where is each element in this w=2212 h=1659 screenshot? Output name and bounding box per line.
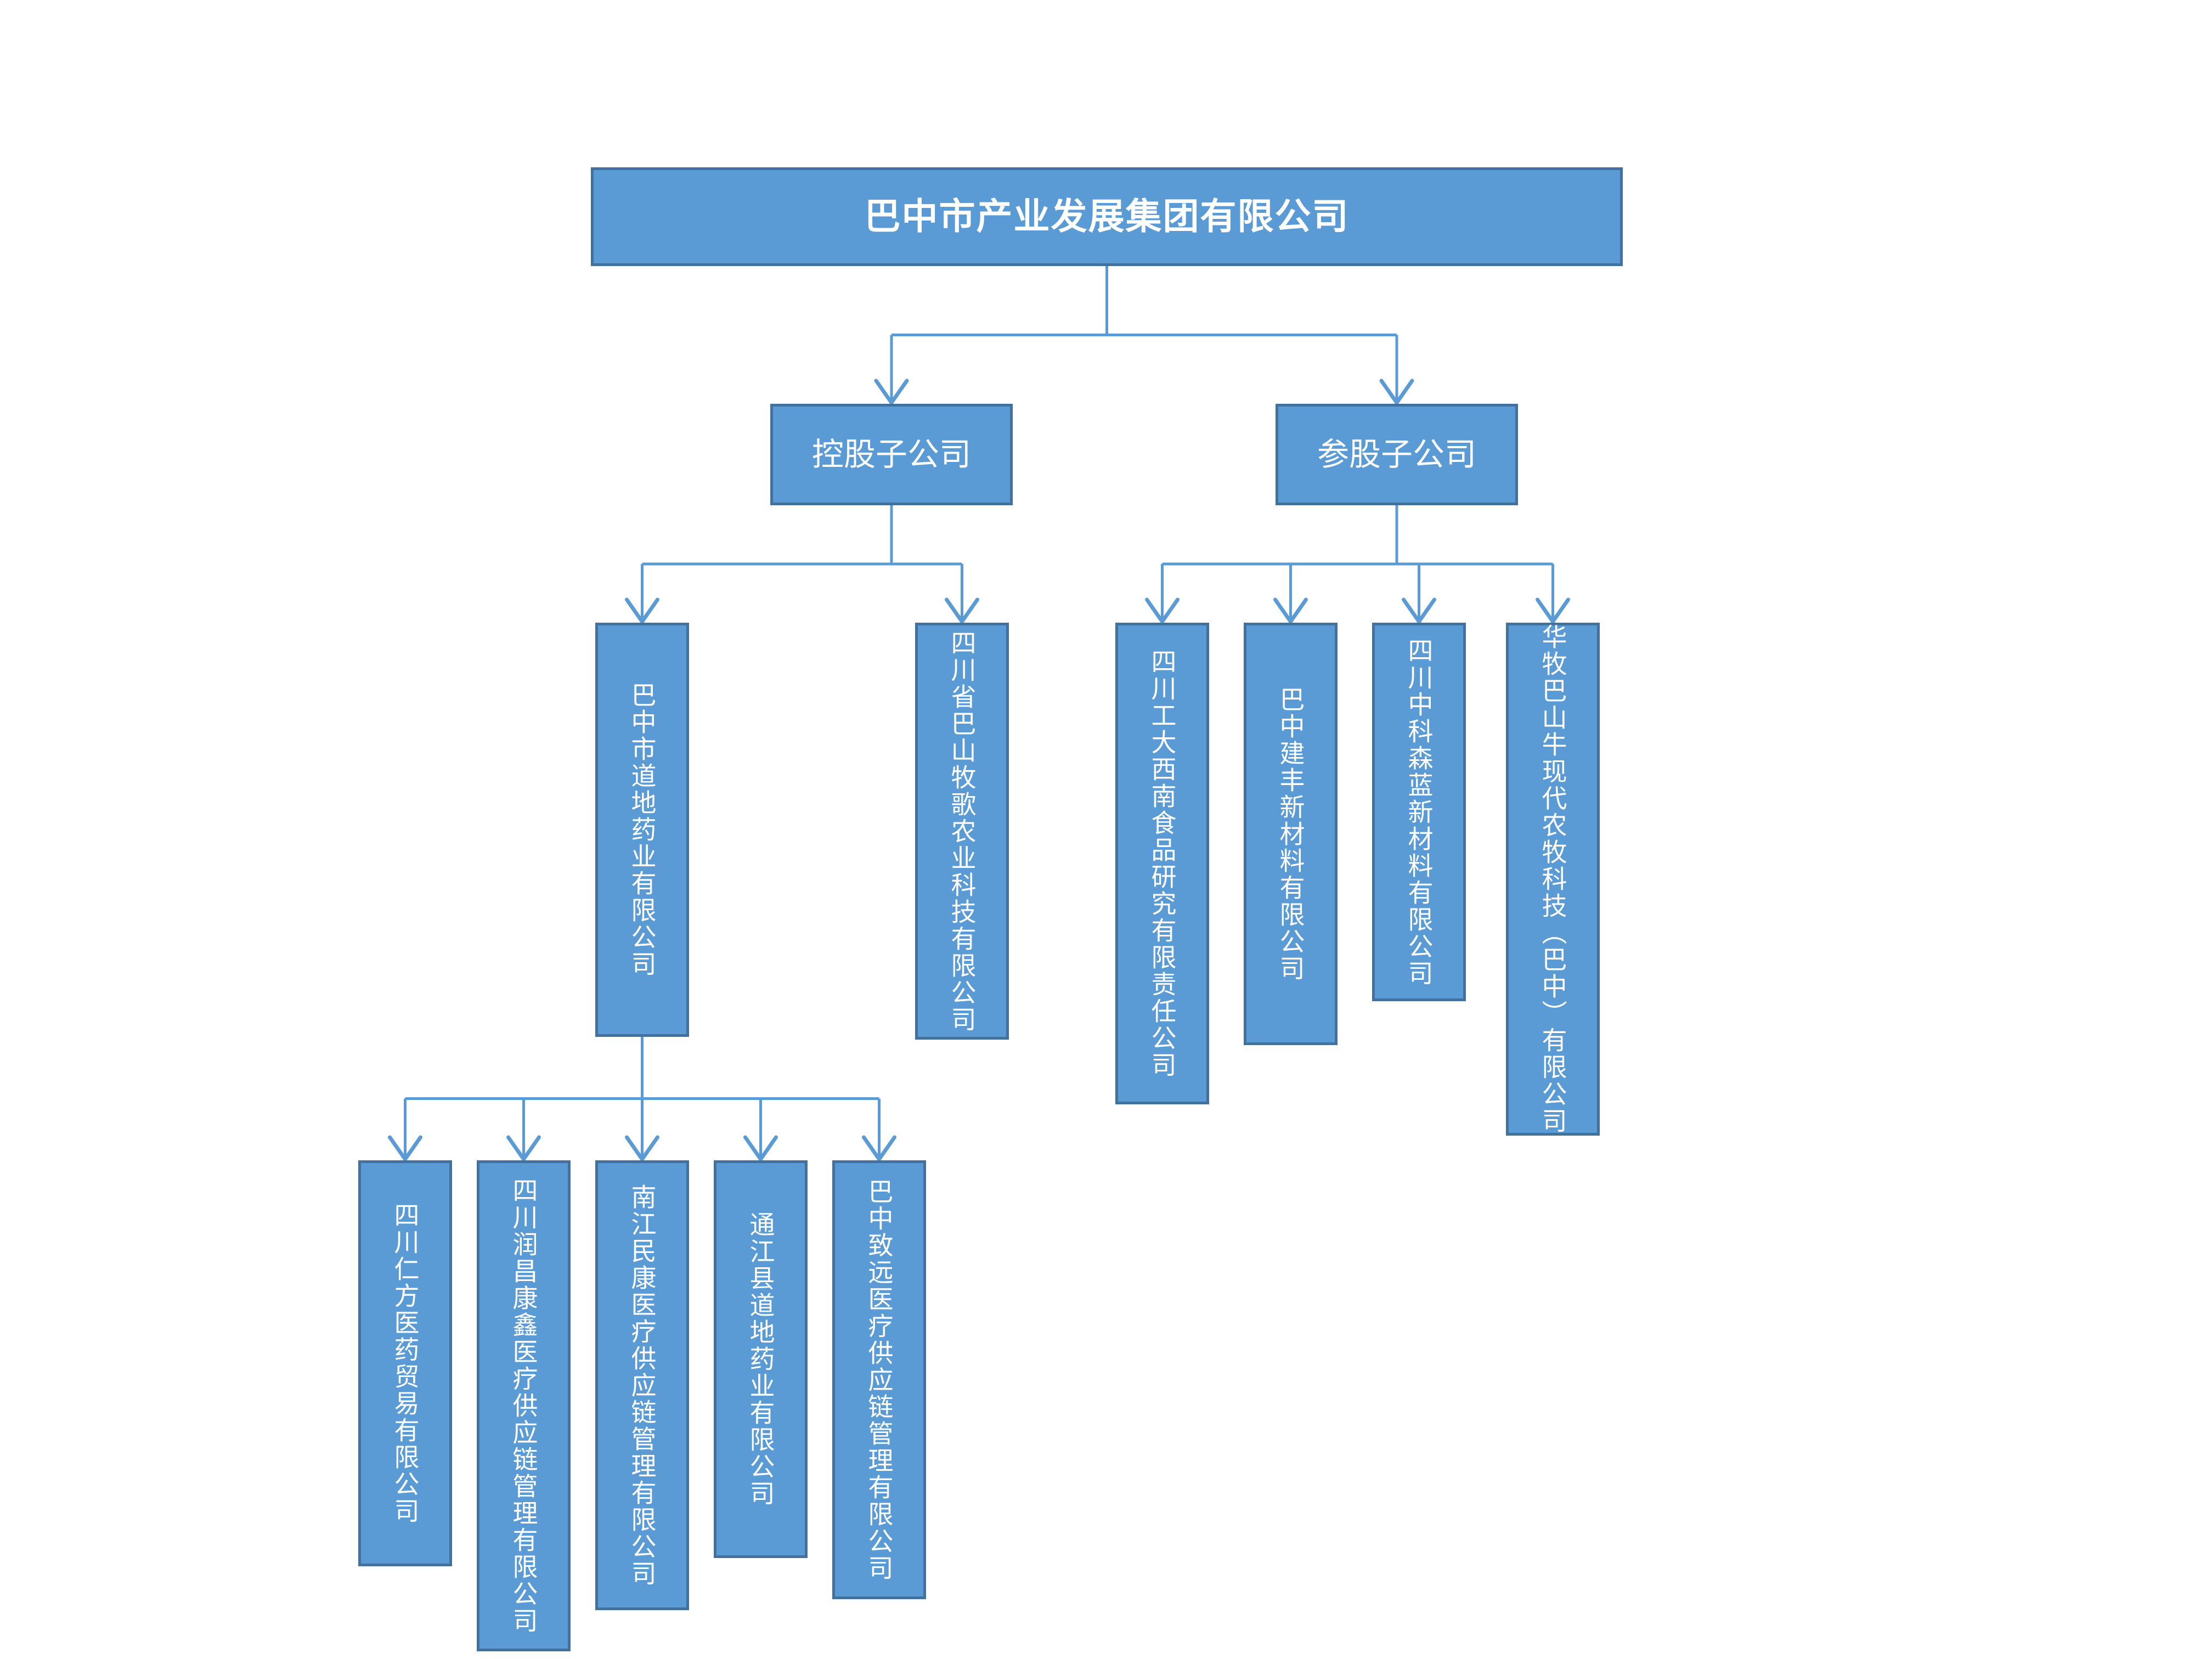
org-node-label: 巴中市道地药业有限公司 [628,682,657,978]
org-node-subsidiary: 通江县道地药业有限公司 [714,1160,808,1558]
org-node-label: 南江民康医疗供应链管理有限公司 [628,1183,657,1587]
org-node-label: 四川中科森蓝新材料有限公司 [1404,637,1434,987]
org-node-holding-subsidiaries: 控股子公司 [770,404,1013,505]
org-node-subsidiary: 南江民康医疗供应链管理有限公司 [595,1160,689,1610]
org-node-label: 巴中建丰新材料有限公司 [1276,686,1305,982]
org-node-label: 华牧巴山牛现代农牧科技（巴中）有限公司 [1538,624,1567,1135]
org-node-label: 四川工大西南食品研究有限责任公司 [1148,648,1177,1079]
org-node-subsidiary: 四川仁方医药贸易有限公司 [358,1160,452,1566]
org-node-subsidiary: 四川润昌康鑫医疗供应链管理有限公司 [477,1160,571,1651]
org-node-label: 四川润昌康鑫医疗供应链管理有限公司 [509,1177,538,1634]
org-node-subsidiary: 巴中致远医疗供应链管理有限公司 [832,1160,926,1599]
org-node-label: 四川省巴山牧歌农业科技有限公司 [947,629,977,1033]
org-node-label: 四川仁方医药贸易有限公司 [391,1202,420,1525]
org-node-group-root: 巴中市产业发展集团有限公司 [591,167,1623,266]
org-node-subsidiary: 四川工大西南食品研究有限责任公司 [1115,623,1209,1104]
org-node-label: 控股子公司 [811,436,971,472]
org-node-subsidiary: 华牧巴山牛现代农牧科技（巴中）有限公司 [1506,623,1600,1136]
org-node-equity-subsidiaries: 参股子公司 [1276,404,1518,505]
org-node-subsidiary: 四川中科森蓝新材料有限公司 [1372,623,1466,1001]
org-node-label: 巴中市产业发展集团有限公司 [864,196,1350,237]
org-node-subsidiary: 巴中市道地药业有限公司 [595,623,689,1037]
org-node-subsidiary: 四川省巴山牧歌农业科技有限公司 [915,623,1009,1040]
org-node-label: 巴中致远医疗供应链管理有限公司 [865,1178,894,1582]
org-node-label: 通江县道地药业有限公司 [746,1211,775,1507]
org-node-label: 参股子公司 [1317,436,1476,472]
org-node-subsidiary: 巴中建丰新材料有限公司 [1244,623,1338,1045]
